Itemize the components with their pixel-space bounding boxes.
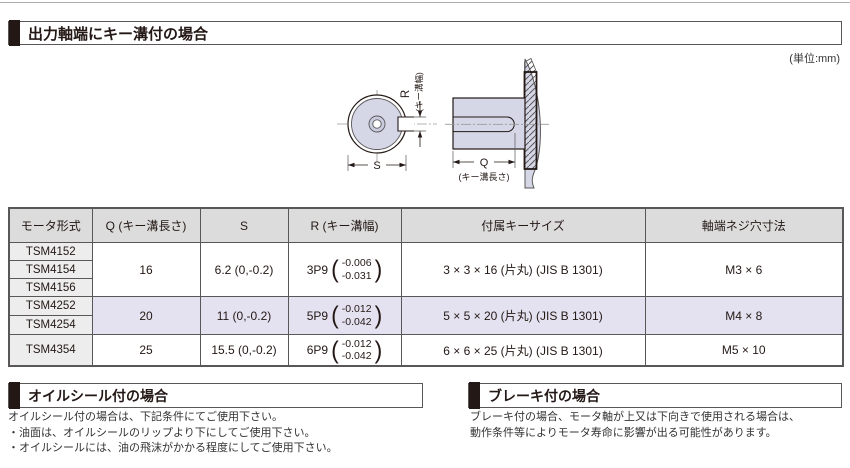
model-cell: TSM4252 (8, 296, 93, 316)
s-cell: 11 (0,-0.2) (199, 296, 289, 335)
section-title-brake: ブレーキ付の場合 (488, 387, 600, 404)
col-header-model: モータ形式 (8, 207, 93, 243)
spec-table: モータ形式 Q (キー溝長さ) S R (キー溝幅) 付属キーサイズ 軸端ネジ穴… (8, 207, 844, 367)
r-nominal: 6P9 (306, 343, 329, 357)
dim-label-q-note: (キー溝長さ) (459, 171, 510, 182)
r-nominal: 3P9 (306, 262, 329, 277)
s-arrowhead-left (348, 162, 355, 168)
dim-label-s: S (373, 160, 380, 172)
paren-close: ) (374, 300, 383, 329)
section-bar-keyway: 出力軸端にキー溝付の場合 (8, 20, 842, 46)
note-line: オイルシール付の場合は、下記条件にてご使用下さい。 (8, 411, 283, 423)
table-row: TSM4354 25 15.5 (0,-0.2) 6P9 ( -0.012 -0… (8, 334, 844, 367)
flange-section (523, 71, 538, 170)
header-row: モータ形式 Q (キー溝長さ) S R (キー溝幅) 付属キーサイズ 軸端ネジ穴… (8, 207, 844, 243)
r-tol-upper: -0.012 (341, 337, 372, 350)
model-cell: TSM4254 (8, 315, 93, 335)
dim-label-r: R (400, 90, 412, 98)
q-cell: 25 (91, 334, 201, 367)
paren-close: ) (374, 254, 383, 283)
paren-open: ( (331, 335, 339, 364)
keyway-notch-outline (397, 116, 414, 132)
keyway-notch-mask (398, 116, 414, 132)
model-cell: TSM4156 (8, 278, 93, 297)
s-arrowhead-right (399, 162, 406, 168)
table-row: TSM4152 16 6.2 (0,-0.2) 3P9 ( -0.006 -0.… (8, 242, 844, 297)
unit-label: (単位:mm) (789, 53, 840, 65)
key-size-cell: 5 × 5 × 20 (片丸) (JIS B 1301) (400, 296, 646, 335)
section-bar-brake: ブレーキ付の場合 (468, 382, 842, 409)
s-extension-lines (347, 155, 407, 171)
r-nominal: 5P9 (306, 308, 329, 323)
col-header-q: Q (キー溝長さ) (91, 207, 201, 243)
note-line: ・オイルシールには、油の飛沫がかかる程度にしてご使用下さい。 (8, 442, 338, 454)
screw-cell: M4 × 8 (644, 296, 844, 335)
col-header-screw: 軸端ネジ穴寸法 (644, 207, 844, 243)
keyway-diagram: R (キー溝幅) S Q (キー溝長さ) (337, 57, 549, 189)
brake-notes: ブレーキ付の場合、モータ軸が上又は下向きで使用される場合は、 動作条件等によりモ… (470, 410, 800, 441)
r-tol-upper: -0.006 (341, 257, 372, 270)
paren-open: ( (331, 300, 339, 329)
r-tol-lower: -0.042 (341, 350, 372, 362)
note-line: ブレーキ付の場合、モータ軸が上又は下向きで使用される場合は、 (470, 411, 800, 423)
r-arrowhead-bottom (417, 131, 423, 138)
r-tol-upper: -0.012 (341, 303, 372, 316)
model-cell: TSM4154 (8, 260, 93, 279)
shaft-side-view (452, 97, 526, 150)
paren-open: ( (331, 254, 339, 283)
col-header-s: S (199, 207, 289, 243)
dim-label-q: Q (480, 157, 489, 169)
r-cell: 6P9 ( -0.012 -0.042 ) (287, 334, 402, 367)
q-cell: 20 (91, 296, 201, 335)
table-row: TSM4154 (8, 260, 843, 279)
section-bar-black-tab (9, 382, 20, 409)
col-header-r: R (キー溝幅) (287, 207, 402, 243)
section-title-keyway: 出力軸端にキー溝付の場合 (28, 25, 209, 43)
model-cell: TSM4354 (8, 334, 93, 367)
top-rule (0, 2, 850, 3)
center-hole (372, 119, 382, 129)
key-size-cell: 3 × 3 × 16 (片丸) (JIS B 1301) (400, 242, 646, 297)
key-size-cell: 6 × 6 × 25 (片丸) (JIS B 1301) (400, 334, 646, 367)
r-cell: 5P9 ( -0.012 -0.042 ) (287, 296, 402, 335)
section-bar-black-tab (469, 382, 480, 409)
section-bar-black-tab (9, 20, 20, 46)
paren-close: ) (374, 335, 383, 364)
screw-cell: M3 × 6 (644, 242, 844, 297)
note-line: ・油面は、オイルシールのリップより下にしてご使用下さい。 (8, 426, 316, 439)
col-header-key: 付属キーサイズ (400, 207, 646, 243)
s-cell: 6.2 (0,-0.2) (199, 242, 289, 297)
r-tol-lower: -0.042 (341, 315, 372, 328)
r-cell: 3P9 ( -0.006 -0.031 ) (287, 242, 402, 297)
q-arrowhead-left (453, 159, 460, 165)
q-cell: 16 (91, 242, 201, 297)
note-line: 動作条件等によりモータ寿命に影響が出る可能性があります。 (470, 426, 777, 439)
table-row: TSM4252 20 11 (0,-0.2) 5P9 ( -0.012 -0.0… (8, 296, 844, 335)
oil-seal-notes: オイルシール付の場合は、下記条件にてご使用下さい。 ・油面は、オイルシールのリッ… (8, 410, 338, 457)
model-cell: TSM4152 (8, 242, 93, 261)
s-cell: 15.5 (0,-0.2) (199, 334, 289, 367)
r-arrowhead-top (417, 110, 423, 117)
section-title-oil-seal: オイルシール付の場合 (28, 387, 168, 404)
section-bar-oil-seal: オイルシール付の場合 (8, 382, 423, 409)
r-tol-lower: -0.031 (341, 269, 372, 282)
dim-label-r-note: (キー溝幅) (414, 72, 424, 112)
table-row: TSM4254 (8, 315, 843, 335)
q-arrowhead-right (508, 159, 515, 165)
screw-cell: M5 × 10 (644, 334, 844, 367)
